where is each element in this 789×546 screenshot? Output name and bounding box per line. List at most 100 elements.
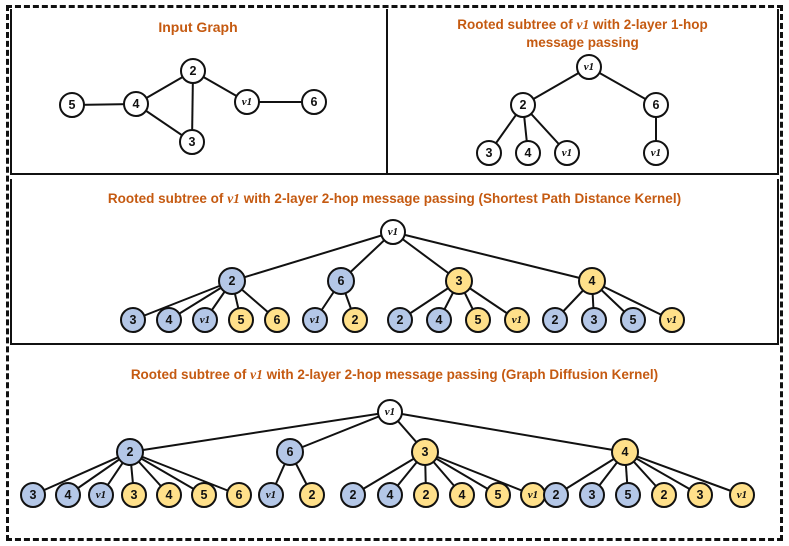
node-label: 5 xyxy=(474,312,482,327)
node-label: v1 xyxy=(309,313,321,326)
title-text-pre: Rooted subtree of xyxy=(107,191,228,206)
title-text-post: with 2-layer 2-hop message passing (Grap… xyxy=(262,367,659,382)
graph-node-5[interactable]: 5 xyxy=(465,307,491,333)
graph-node-v1[interactable]: v1 xyxy=(192,307,218,333)
node-label: 3 xyxy=(485,145,493,160)
graph-node-6[interactable]: 6 xyxy=(226,482,252,508)
graph-node-4[interactable]: 4 xyxy=(611,438,639,466)
graph-node-4[interactable]: 4 xyxy=(156,307,182,333)
graph-node-3[interactable]: 3 xyxy=(121,482,147,508)
graph-node-4[interactable]: 4 xyxy=(123,91,149,117)
title-text-post: with 2-layer 2-hop message passing (Shor… xyxy=(239,191,682,206)
graph-node-6[interactable]: 6 xyxy=(276,438,304,466)
graph-node-2[interactable]: 2 xyxy=(218,267,246,295)
graph-node-3[interactable]: 3 xyxy=(179,129,205,155)
graph-node-4[interactable]: 4 xyxy=(578,267,606,295)
graph-node-v1[interactable]: v1 xyxy=(554,140,580,166)
node-label: 5 xyxy=(629,312,637,327)
graph-node-2[interactable]: 2 xyxy=(543,482,569,508)
node-label: 3 xyxy=(130,487,138,502)
graph-node-5[interactable]: 5 xyxy=(485,482,511,508)
title-node-label-v1: v1 xyxy=(250,367,263,382)
graph-node-v1[interactable]: v1 xyxy=(380,219,406,245)
node-label: 4 xyxy=(435,312,443,327)
node-label: 4 xyxy=(132,96,140,111)
graph-node-2[interactable]: 2 xyxy=(510,92,536,118)
graph-node-3[interactable]: 3 xyxy=(579,482,605,508)
outer-dashed-frame xyxy=(6,5,783,541)
graph-node-2[interactable]: 2 xyxy=(116,438,144,466)
graph-node-3[interactable]: 3 xyxy=(411,438,439,466)
graph-node-v1[interactable]: v1 xyxy=(520,482,546,508)
graph-node-2[interactable]: 2 xyxy=(180,58,206,84)
node-label: v1 xyxy=(736,488,748,501)
graph-node-6[interactable]: 6 xyxy=(301,89,327,115)
graph-node-2[interactable]: 2 xyxy=(651,482,677,508)
graph-node-2[interactable]: 2 xyxy=(387,307,413,333)
graph-node-3[interactable]: 3 xyxy=(445,267,473,295)
node-label: 3 xyxy=(590,312,598,327)
node-label: 5 xyxy=(494,487,502,502)
node-label: v1 xyxy=(666,313,678,326)
node-label: 2 xyxy=(189,63,197,78)
panel-title-input-graph: Input Graph xyxy=(158,19,238,35)
title-text-line2: message passing xyxy=(526,35,639,51)
node-label: 4 xyxy=(588,273,596,288)
graph-node-4[interactable]: 4 xyxy=(55,482,81,508)
graph-node-4[interactable]: 4 xyxy=(515,140,541,166)
graph-node-v1[interactable]: v1 xyxy=(234,89,260,115)
graph-node-v1[interactable]: v1 xyxy=(88,482,114,508)
node-label: 4 xyxy=(165,487,173,502)
graph-node-3[interactable]: 3 xyxy=(120,307,146,333)
graph-node-2[interactable]: 2 xyxy=(542,307,568,333)
node-label: 4 xyxy=(458,487,466,502)
node-label: 2 xyxy=(422,487,430,502)
node-label: v1 xyxy=(583,60,595,73)
node-label: 5 xyxy=(237,312,245,327)
graph-node-v1[interactable]: v1 xyxy=(643,140,669,166)
graph-node-3[interactable]: 3 xyxy=(476,140,502,166)
graph-node-v1[interactable]: v1 xyxy=(302,307,328,333)
node-label: 6 xyxy=(273,312,281,327)
graph-node-3[interactable]: 3 xyxy=(581,307,607,333)
graph-node-6[interactable]: 6 xyxy=(264,307,290,333)
graph-node-v1[interactable]: v1 xyxy=(258,482,284,508)
graph-node-3[interactable]: 3 xyxy=(687,482,713,508)
graph-node-v1[interactable]: v1 xyxy=(729,482,755,508)
panel-vertical-divider xyxy=(386,9,388,175)
node-label: v1 xyxy=(199,313,211,326)
graph-node-3[interactable]: 3 xyxy=(20,482,46,508)
node-label: 3 xyxy=(455,273,463,288)
graph-node-4[interactable]: 4 xyxy=(449,482,475,508)
node-label: 4 xyxy=(524,145,532,160)
graph-node-v1[interactable]: v1 xyxy=(504,307,530,333)
graph-node-5[interactable]: 5 xyxy=(191,482,217,508)
graph-node-4[interactable]: 4 xyxy=(426,307,452,333)
node-label: 2 xyxy=(349,487,357,502)
graph-node-v1[interactable]: v1 xyxy=(576,54,602,80)
title-node-label-v1: v1 xyxy=(576,17,590,32)
graph-node-5[interactable]: 5 xyxy=(59,92,85,118)
node-label: 2 xyxy=(308,487,316,502)
graph-node-2[interactable]: 2 xyxy=(342,307,368,333)
node-label: 3 xyxy=(696,487,704,502)
graph-node-2[interactable]: 2 xyxy=(340,482,366,508)
graph-node-2[interactable]: 2 xyxy=(299,482,325,508)
graph-node-v1[interactable]: v1 xyxy=(659,307,685,333)
graph-node-5[interactable]: 5 xyxy=(615,482,641,508)
node-label: 6 xyxy=(310,94,318,109)
graph-node-2[interactable]: 2 xyxy=(413,482,439,508)
node-label: 3 xyxy=(29,487,37,502)
node-label: 5 xyxy=(624,487,632,502)
node-label: 3 xyxy=(588,487,596,502)
panel-title-subtree-1hop: Rooted subtree of v1 with 2-layer 1-hop … xyxy=(396,16,769,52)
graph-node-v1[interactable]: v1 xyxy=(377,399,403,425)
graph-node-6[interactable]: 6 xyxy=(643,92,669,118)
graph-node-5[interactable]: 5 xyxy=(620,307,646,333)
graph-node-4[interactable]: 4 xyxy=(156,482,182,508)
graph-node-6[interactable]: 6 xyxy=(327,267,355,295)
title-text-pre: Rooted subtree of xyxy=(457,17,577,32)
graph-node-5[interactable]: 5 xyxy=(228,307,254,333)
graph-node-4[interactable]: 4 xyxy=(377,482,403,508)
